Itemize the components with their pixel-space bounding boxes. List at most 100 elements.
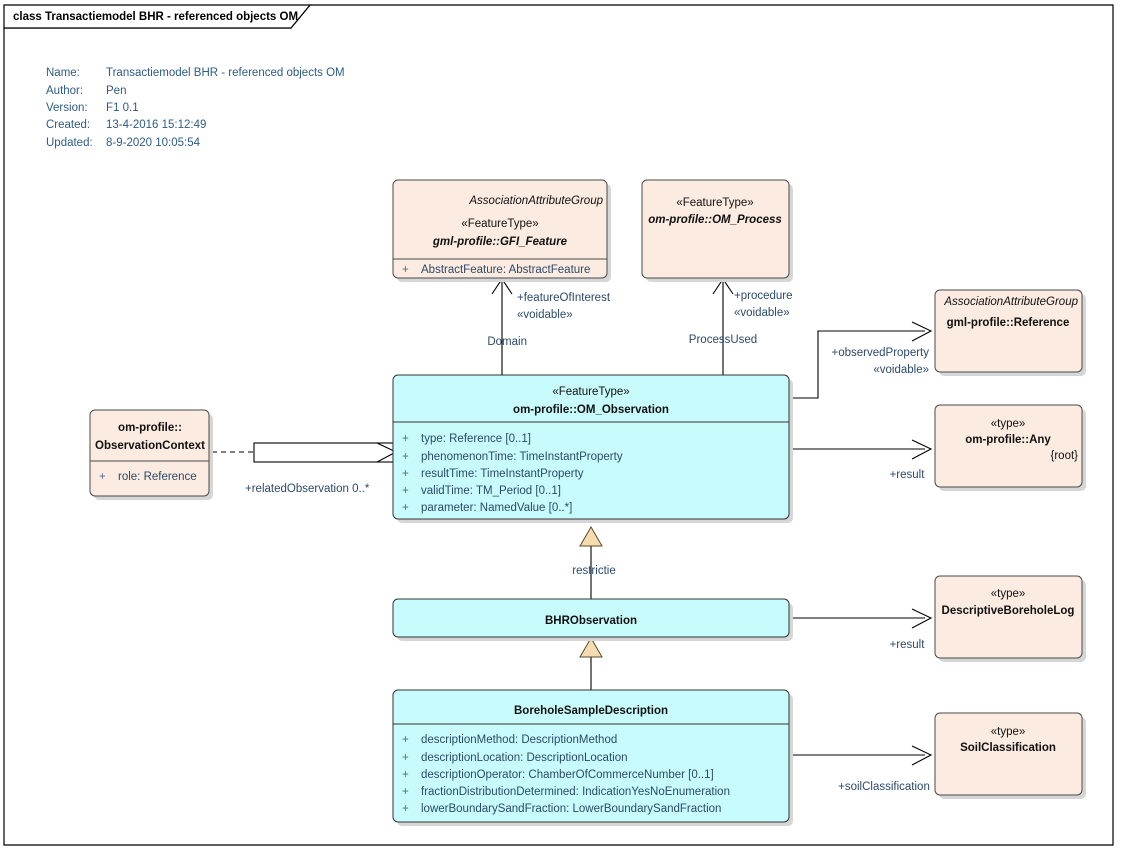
class-descriptive-borehole-log-name: DescriptiveBoreholeLog [942, 605, 1075, 617]
class-om-observation-attr-2-visibility: + [402, 468, 409, 480]
class-bhr-observation-body [392, 598, 790, 638]
class-bsd-attr-0-text: descriptionMethod: DescriptionMethod [421, 734, 617, 746]
label-restrictie: restrictie [572, 565, 615, 577]
connector-restrictie-triangle [579, 526, 603, 547]
class-om-observation-attr-2-text: resultTime: TimeInstantProperty [421, 468, 584, 480]
class-soil-classification[interactable]: «type» SoilClassification [934, 712, 1086, 799]
class-bhr-observation-name: BHRObservation [545, 615, 637, 627]
connectors [212, 278, 933, 766]
label-featureofinterest-stereotype: «voidable» [517, 309, 573, 321]
connector-generalization-bsd-triangle [579, 637, 603, 658]
class-gfi-feature-name: gml-profile::GFI_Feature [432, 236, 568, 248]
class-observation-context[interactable]: om-profile:: ObservationContext + role: … [89, 409, 213, 500]
class-observation-context-name-line2: ObservationContext [95, 440, 205, 452]
class-bsd-attr-1-text: descriptionLocation: DescriptionLocation [421, 752, 627, 764]
class-om-observation-attr-3-visibility: + [402, 485, 409, 497]
class-gfi-feature-stereotype: «FeatureType» [461, 218, 538, 230]
class-om-process-stereotype: «FeatureType» [676, 197, 753, 209]
class-observation-context-attr-0-visibility: + [99, 471, 106, 483]
class-om-observation-attr-4-visibility: + [402, 502, 409, 514]
class-om-observation[interactable]: «FeatureType» om-profile::OM_Observation… [392, 374, 793, 523]
meta-value-author: Pen [106, 85, 126, 97]
class-bsd-attr-0-visibility: + [402, 734, 409, 746]
class-om-observation-attr-1-text: phenomenonTime: TimeInstantProperty [421, 451, 623, 463]
connector-observedproperty-line [790, 330, 925, 399]
meta-label-name: Name: [46, 67, 80, 79]
class-reference[interactable]: AssociationAttributeGroup gml-profile::R… [934, 289, 1086, 376]
class-gfi-feature-attr-0-visibility: + [402, 264, 409, 276]
label-observedproperty-stereotype: «voidable» [873, 364, 929, 376]
class-bsd-attr-2-visibility: + [402, 769, 409, 781]
class-descriptive-borehole-log[interactable]: «type» DescriptiveBoreholeLog [934, 575, 1086, 662]
class-bsd-attr-4-visibility: + [402, 803, 409, 815]
class-any-stereotype: «type» [991, 418, 1026, 430]
class-bhr-observation[interactable]: BHRObservation [392, 598, 793, 641]
class-borehole-sample-description-body [392, 689, 790, 823]
label-relatedobservation: +relatedObservation 0..* [245, 483, 370, 495]
meta-value-created: 13-4-2016 15:12:49 [106, 119, 206, 131]
connector-observedproperty-arrowhead [911, 321, 933, 342]
class-soil-classification-name: SoilClassification [960, 742, 1056, 754]
class-observation-context-name-line1: om-profile:: [118, 422, 182, 434]
class-om-observation-attr-0-visibility: + [402, 433, 409, 445]
label-domain: Domain [487, 336, 527, 348]
connector-result-any-arrowhead [911, 439, 933, 460]
label-procedure-stereotype: «voidable» [734, 307, 790, 319]
class-borehole-sample-description[interactable]: BoreholeSampleDescription + descriptionM… [392, 689, 793, 826]
meta-label-version: Version: [46, 102, 88, 114]
class-om-observation-attr-3-text: validTime: TM_Period [0..1] [421, 485, 561, 497]
class-gfi-feature-body [392, 179, 608, 279]
meta-value-name: Transactiemodel BHR - referenced objects… [106, 67, 345, 79]
class-any-constraint: {root} [1051, 450, 1079, 462]
meta-label-author: Author: [46, 85, 83, 97]
class-om-observation-attr-4-text: parameter: NamedValue [0..*] [421, 502, 572, 514]
metadata-block: Name: Transactiemodel BHR - referenced o… [46, 67, 345, 149]
class-observation-context-body [89, 409, 210, 497]
class-om-observation-body [392, 374, 790, 520]
connector-result-log-arrowhead [911, 608, 933, 629]
class-om-observation-name: om-profile::OM_Observation [513, 404, 669, 416]
class-om-observation-attr-1-visibility: + [402, 451, 409, 463]
class-om-observation-stereotype: «FeatureType» [552, 386, 629, 398]
class-om-process[interactable]: «FeatureType» om-profile::OM_Process [641, 179, 793, 282]
class-reference-body [934, 289, 1083, 373]
connector-labels: +featureOfInterest «voidable» Domain +pr… [245, 290, 930, 793]
meta-value-updated: 8-9-2020 10:05:54 [106, 137, 201, 149]
label-processused: ProcessUsed [689, 334, 757, 346]
label-procedure-role: +procedure [734, 290, 793, 302]
class-gfi-feature-attr-0-text: AbstractFeature: AbstractFeature [421, 264, 590, 276]
connector-relatedobservation-box [253, 442, 394, 463]
class-any-body [934, 404, 1083, 488]
label-result-log: +result [890, 639, 926, 651]
label-result-any: +result [890, 469, 926, 481]
class-reference-tag: AssociationAttributeGroup [943, 296, 1078, 308]
class-any[interactable]: «type» om-profile::Any {root} [934, 404, 1086, 491]
class-gfi-feature-tag: AssociationAttributeGroup [468, 195, 603, 207]
class-any-name: om-profile::Any [965, 434, 1051, 446]
meta-label-created: Created: [46, 119, 90, 131]
class-om-observation-attr-0-text: type: Reference [0..1] [421, 433, 531, 445]
class-reference-name: gml-profile::Reference [947, 317, 1070, 329]
class-bsd-attr-4-text: lowerBoundarySandFraction: LowerBoundary… [421, 803, 721, 815]
class-bsd-attr-3-visibility: + [402, 786, 409, 798]
diagram-frame: class Transactiemodel BHR - referenced o… [3, 4, 1114, 846]
frame-title-tab [3, 4, 312, 29]
meta-value-version: F1 0.1 [106, 102, 139, 114]
label-observedproperty-role: +observedProperty [832, 347, 930, 359]
frame-title-text: class Transactiemodel BHR - referenced o… [13, 11, 298, 23]
class-descriptive-borehole-log-stereotype: «type» [991, 588, 1026, 600]
class-bsd-attr-3-text: fractionDistributionDetermined: Indicati… [421, 786, 730, 798]
class-descriptive-borehole-log-body [934, 575, 1083, 659]
class-bsd-attr-1-visibility: + [402, 752, 409, 764]
class-borehole-sample-description-name: BoreholeSampleDescription [514, 705, 668, 717]
label-featureofinterest-role: +featureOfInterest [517, 292, 611, 304]
class-gfi-feature[interactable]: AssociationAttributeGroup «FeatureType» … [392, 179, 611, 282]
class-om-process-body [641, 179, 790, 279]
class-om-process-name: om-profile::OM_Process [648, 214, 782, 226]
class-bsd-attr-2-text: descriptionOperator: ChamberOfCommerceNu… [421, 769, 714, 781]
class-soil-classification-body [934, 712, 1083, 796]
class-soil-classification-stereotype: «type» [991, 726, 1026, 738]
connector-soilclassification-arrowhead [911, 745, 933, 766]
